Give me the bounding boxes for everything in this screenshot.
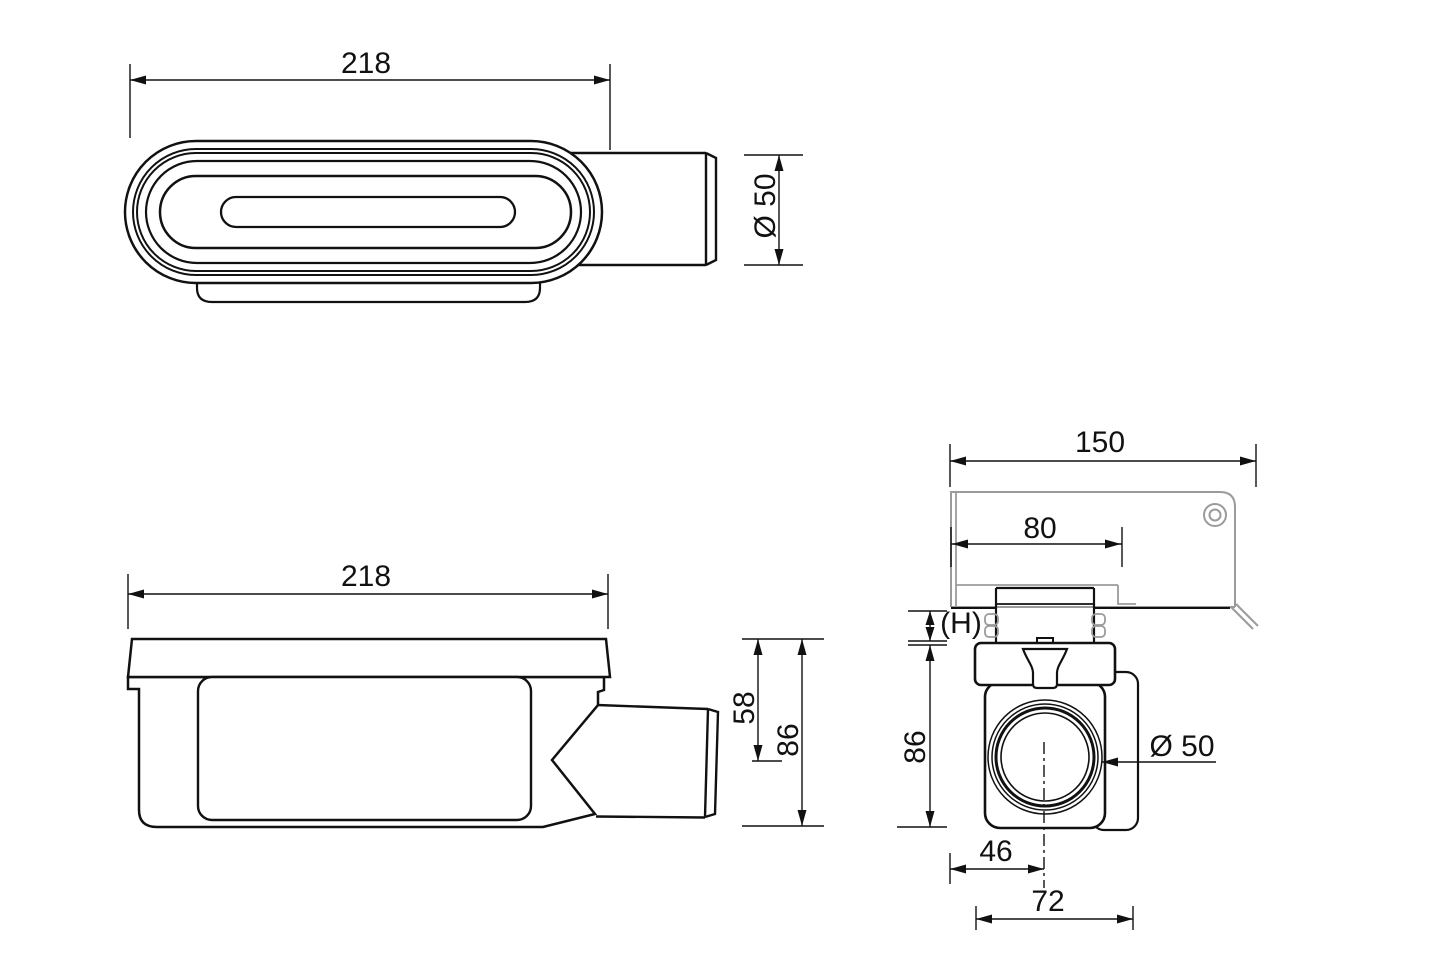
- dim-end-height-var: (H): [908, 607, 982, 642]
- dim-side-heights: 58 86: [728, 638, 824, 827]
- top-outlet-pipe-outline: [570, 151, 718, 267]
- dim-end-trap-height-label: 86: [899, 730, 932, 763]
- dim-end-outlet-dia: Ø 50: [1102, 730, 1216, 767]
- dim-end-outlet-offset: 46: [949, 835, 1044, 884]
- dim-side-length-label: 218: [341, 560, 391, 593]
- dim-end-flange-width: 150: [949, 426, 1257, 487]
- dim-side-total-height-label: 86: [772, 723, 805, 756]
- dim-end-inner-offset: 80: [950, 512, 1123, 567]
- end-pipe-opening: [987, 699, 1103, 815]
- dim-top-length-label: 218: [341, 47, 391, 80]
- dim-end-flange-width-label: 150: [1075, 426, 1125, 459]
- dim-end-trap-width: 72: [975, 885, 1134, 930]
- dim-end-height-var-label: (H): [940, 607, 982, 640]
- dim-top-length: 218: [129, 47, 611, 150]
- dim-top-outlet-dia-label: Ø 50: [749, 173, 782, 238]
- dim-end-outlet-offset-label: 46: [979, 835, 1012, 868]
- top-drain-slot: [219, 195, 517, 229]
- side-inner-panel: [196, 675, 533, 822]
- side-view: 218 58 86: [126, 560, 824, 829]
- dim-end-trap-width-label: 72: [1031, 885, 1064, 918]
- dim-side-outlet-height-label: 58: [728, 691, 761, 724]
- dim-end-trap-height: 86: [897, 644, 947, 828]
- screw-hole-icon: [1203, 503, 1227, 527]
- top-view: 218 Ø 50: [123, 47, 803, 304]
- side-outlet-spout: [595, 703, 720, 819]
- dim-top-outlet-dia: Ø 50: [744, 154, 803, 266]
- end-wing-nut: [1021, 647, 1069, 690]
- end-drain-neck: [984, 586, 1106, 643]
- dim-end-inner-offset-label: 80: [1023, 512, 1056, 545]
- dim-end-outlet-dia-label: Ø 50: [1149, 730, 1214, 763]
- dim-side-length: 218: [127, 560, 609, 629]
- side-lid: [126, 637, 612, 679]
- end-view: 150 80 (H) 86: [897, 426, 1259, 930]
